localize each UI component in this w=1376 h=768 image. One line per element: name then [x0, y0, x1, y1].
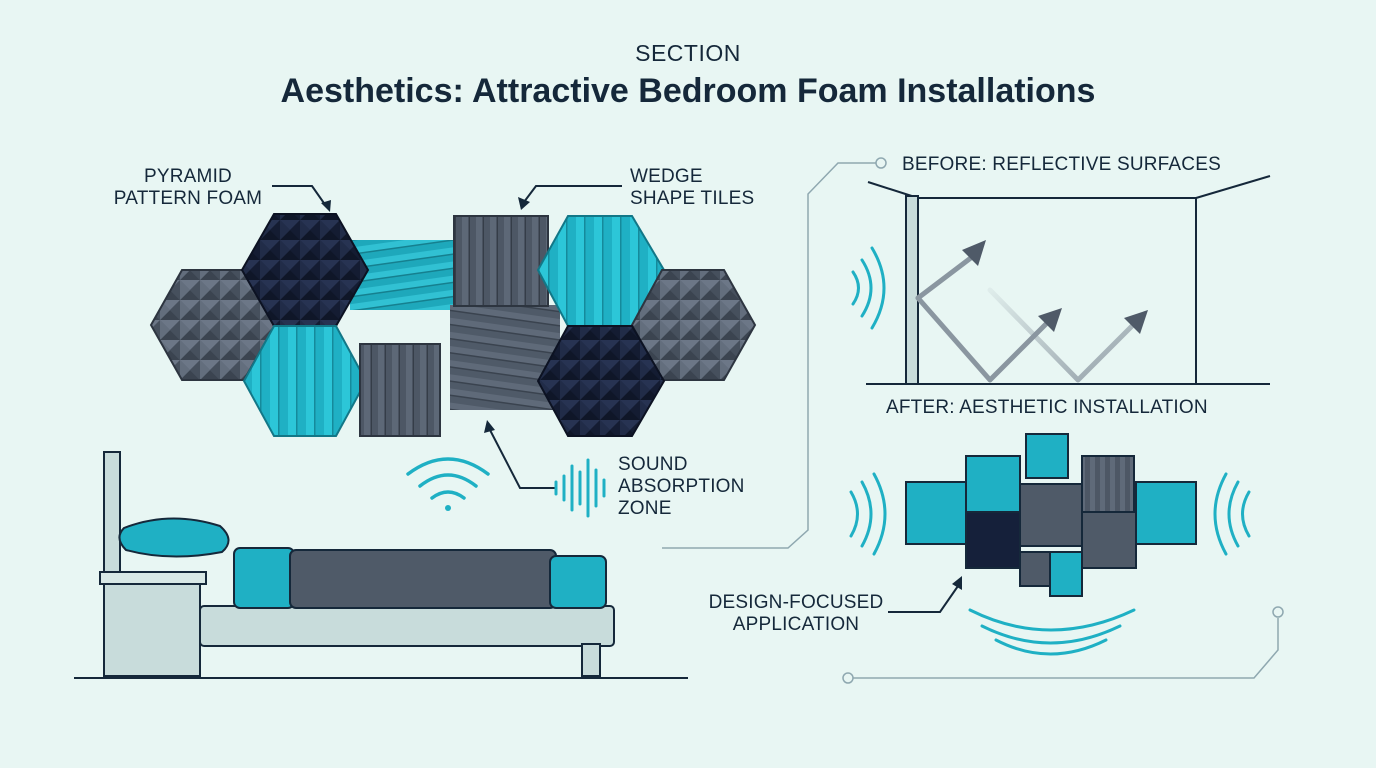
wedge-tiles-label: WEDGE SHAPE TILES — [630, 166, 755, 209]
wifi-wave-icon — [849, 472, 1251, 656]
bed-illustration — [74, 451, 688, 679]
gray-wedge-block-top — [453, 215, 549, 307]
navy-pyramid-hex-bottom — [536, 325, 666, 437]
design-focused-label: DESIGN-FOCUSED APPLICATION — [708, 592, 884, 635]
page-title: Aesthetics: Attractive Bedroom Foam Inst… — [280, 72, 1096, 110]
reflection-arrows — [915, 240, 1148, 383]
wifi-wave-icon — [406, 457, 490, 511]
section-kicker: SECTION — [635, 40, 741, 66]
foam-wall-cluster — [149, 213, 757, 437]
gray-diagonal-panel — [450, 305, 560, 410]
teal-diagonal-panel — [350, 240, 470, 310]
soundwave-icon — [554, 458, 606, 518]
connector-lines — [662, 157, 1284, 684]
wifi-wave-icon — [851, 246, 886, 330]
pyramid-pattern-label: PYRAMID PATTERN FOAM — [113, 166, 263, 209]
before-room-diagram — [866, 175, 1271, 385]
sound-absorption-label: SOUND ABSORPTION ZONE — [618, 454, 745, 519]
before-label: BEFORE: REFLECTIVE SURFACES — [902, 154, 1221, 175]
pointer-arrow-icon — [888, 576, 962, 613]
pointer-arrow-icon — [272, 185, 622, 489]
gray-wedge-block-bottom — [359, 343, 441, 437]
after-label: AFTER: AESTHETIC INSTALLATION — [886, 397, 1208, 418]
teal-wedge-hex-left — [242, 325, 368, 437]
after-installation-tiles — [905, 433, 1197, 597]
